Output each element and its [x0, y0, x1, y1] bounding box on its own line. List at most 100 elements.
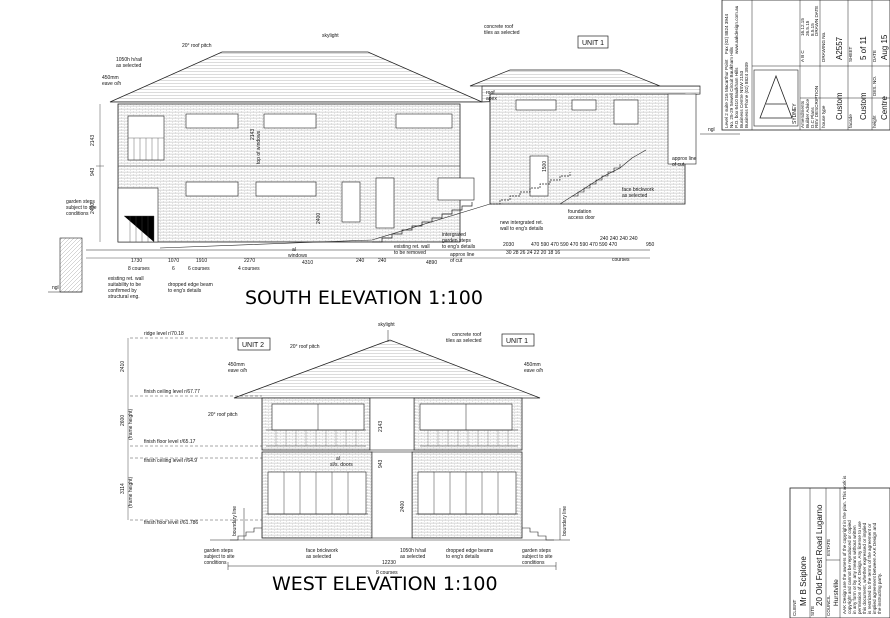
south-rear-wall: [489, 93, 686, 205]
svg-text:2600: 2600: [120, 415, 126, 426]
south-skylight-note: skylight: [322, 33, 339, 39]
svg-text:new intergrated ret.: new intergrated ret.: [500, 220, 543, 226]
svg-text:subject to site: subject to site: [66, 205, 97, 211]
svg-text:2143: 2143: [250, 129, 256, 140]
svg-text:to eng's details: to eng's details: [168, 288, 202, 294]
svg-text:DRAWING No.: DRAWING No.: [821, 32, 826, 62]
svg-text:conditions: conditions: [204, 560, 227, 566]
svg-text:1070: 1070: [168, 258, 179, 264]
svg-text:UNIT 1: UNIT 1: [506, 338, 528, 345]
south-elevation: SOUTH ELEVATION 1:100 UNIT 1 20° roof pi…: [48, 24, 740, 309]
svg-text:6: 6: [172, 266, 175, 272]
svg-text:to be removed: to be removed: [394, 250, 426, 256]
svg-text:Business Phone (02) 8824 3939: Business Phone (02) 8824 3939: [744, 62, 749, 128]
svg-text:finish floor level r/65.17: finish floor level r/65.17: [144, 439, 196, 445]
svg-text:A B C: A B C: [800, 50, 805, 62]
svg-text:top of windows: top of windows: [256, 130, 262, 164]
svg-text:SYDNEY: SYDNEY: [792, 103, 798, 124]
svg-text:is restricted to the terms of: is restricted to the terms of the agreem…: [867, 523, 872, 614]
south-roof-pitch: 20° roof pitch: [182, 43, 212, 49]
svg-text:4310: 4310: [302, 260, 313, 266]
svg-text:470 590 470 590 470 590 470 59: 470 590 470 590 470 590 470 590 470: [531, 242, 617, 248]
svg-text:finish ceiling level r/67.77: finish ceiling level r/67.77: [144, 389, 200, 395]
svg-text:DES. NO.: DES. NO.: [872, 76, 877, 96]
svg-text:as selected: as selected: [400, 554, 426, 560]
svg-text:2030: 2030: [503, 242, 514, 248]
svg-text:ngl: ngl: [708, 127, 715, 133]
west-elevation: WEST ELEVATION 1:100 UNIT 2 UNIT 1 ridge…: [120, 322, 570, 595]
svg-text:ESTATE: ESTATE: [826, 539, 831, 556]
site-address: 20 Old Forest Road Lugarno: [815, 504, 824, 606]
svg-text:facade: facade: [848, 114, 853, 128]
svg-text:2400: 2400: [400, 501, 406, 512]
svg-text:of cut: of cut: [450, 258, 463, 264]
svg-text:26.5.15: 26.5.15: [805, 20, 810, 36]
svg-text:face brickwork: face brickwork: [306, 548, 338, 554]
svg-text:16.12.15: 16.12.15: [800, 18, 805, 36]
svg-text:foundation: foundation: [568, 209, 592, 215]
svg-text:Custom: Custom: [859, 92, 868, 120]
svg-text:P.O. box 6410 Baulkham Hills: P.O. box 6410 Baulkham Hills: [734, 67, 739, 128]
svg-text:1730: 1730: [131, 258, 142, 264]
south-main-roof: [109, 51, 483, 103]
svg-text:2400: 2400: [90, 203, 96, 214]
svg-text:REV DESCRIPTION: REV DESCRIPTION: [814, 86, 819, 128]
svg-text:al: al: [336, 456, 340, 462]
svg-text:suitability to be: suitability to be: [108, 282, 141, 288]
svg-text:1910: 1910: [196, 258, 207, 264]
svg-text:boundary line: boundary line: [562, 506, 568, 536]
svg-text:height: height: [872, 115, 877, 128]
svg-text:AAK Design are the owners of t: AAK Design are the owners of the copyrig…: [842, 475, 847, 614]
svg-text:1050h h/rail: 1050h h/rail: [400, 548, 426, 554]
svg-text:1500: 1500: [542, 161, 548, 172]
svg-text:eave o/h: eave o/h: [102, 81, 121, 87]
svg-text:wall to eng's details: wall to eng's details: [500, 226, 544, 232]
svg-text:8 courses: 8 courses: [376, 570, 398, 576]
svg-text:skylight: skylight: [378, 322, 395, 328]
svg-text:the instructing party.: the instructing party.: [877, 573, 882, 614]
svg-text:tiles as selected: tiles as selected: [446, 338, 482, 344]
svg-text:4 courses: 4 courses: [238, 266, 260, 272]
svg-text:boundary line: boundary line: [232, 506, 238, 536]
svg-text:subject to site: subject to site: [204, 554, 235, 560]
svg-text:existing ret. wall: existing ret. wall: [108, 276, 144, 282]
west-unit1-tag: UNIT 1: [501, 333, 535, 347]
svg-text:existing ret. wall: existing ret. wall: [394, 244, 430, 250]
svg-text:30 28 26 24 22 20 18 16: 30 28 26 24 22 20 18 16: [506, 250, 560, 256]
svg-text:roof: roof: [486, 90, 495, 96]
svg-text:concrete roof: concrete roof: [484, 24, 514, 30]
west-unit2-tag: UNIT 2: [237, 337, 271, 351]
svg-text:8 courses: 8 courses: [128, 266, 150, 272]
svg-text:www.aakdesign.com.au: www.aakdesign.com.au: [734, 5, 739, 54]
svg-text:courses: courses: [612, 257, 630, 263]
svg-text:20° roof pitch: 20° roof pitch: [208, 412, 238, 418]
svg-text:confirmed by: confirmed by: [108, 288, 137, 294]
svg-text:2143: 2143: [90, 135, 96, 146]
svg-text:permission of AAK Design. Any: permission of AAK Design. Any license to…: [857, 521, 862, 614]
svg-text:access door: access door: [568, 215, 595, 221]
svg-text:finish floor level r/61.786: finish floor level r/61.786: [144, 520, 198, 526]
svg-text:3114: 3114: [120, 483, 126, 494]
svg-text:approx line: approx line: [450, 252, 475, 258]
svg-text:to eng's details: to eng's details: [446, 554, 480, 560]
svg-text:garden steps: garden steps: [522, 548, 551, 554]
svg-text:approx line: approx line: [672, 156, 697, 162]
svg-text:as selected: as selected: [622, 193, 648, 199]
svg-text:240: 240: [356, 258, 365, 264]
svg-text:450mm: 450mm: [228, 362, 245, 368]
svg-text:tiles as selected: tiles as selected: [484, 30, 520, 36]
svg-text:in any form or by any means wi: in any form or by any means without writ…: [852, 525, 857, 614]
svg-text:eave o/h: eave o/h: [228, 368, 247, 374]
client-name: Mr B Sciplone: [799, 556, 808, 606]
svg-text:4890: 4890: [426, 260, 437, 266]
client-block: CLIENT SITE COUNCIL ESTATE AAK Design ar…: [789, 475, 890, 618]
svg-text:DRAWN DATE: DRAWN DATE: [814, 6, 819, 36]
svg-text:intergrated: intergrated: [442, 232, 466, 238]
svg-text:subject to site: subject to site: [522, 554, 553, 560]
svg-text:450mm: 450mm: [524, 362, 541, 368]
sheet-number: 5 of 11: [859, 36, 868, 60]
svg-text:dropped edge beam: dropped edge beam: [168, 282, 213, 288]
svg-text:12230: 12230: [382, 560, 396, 566]
